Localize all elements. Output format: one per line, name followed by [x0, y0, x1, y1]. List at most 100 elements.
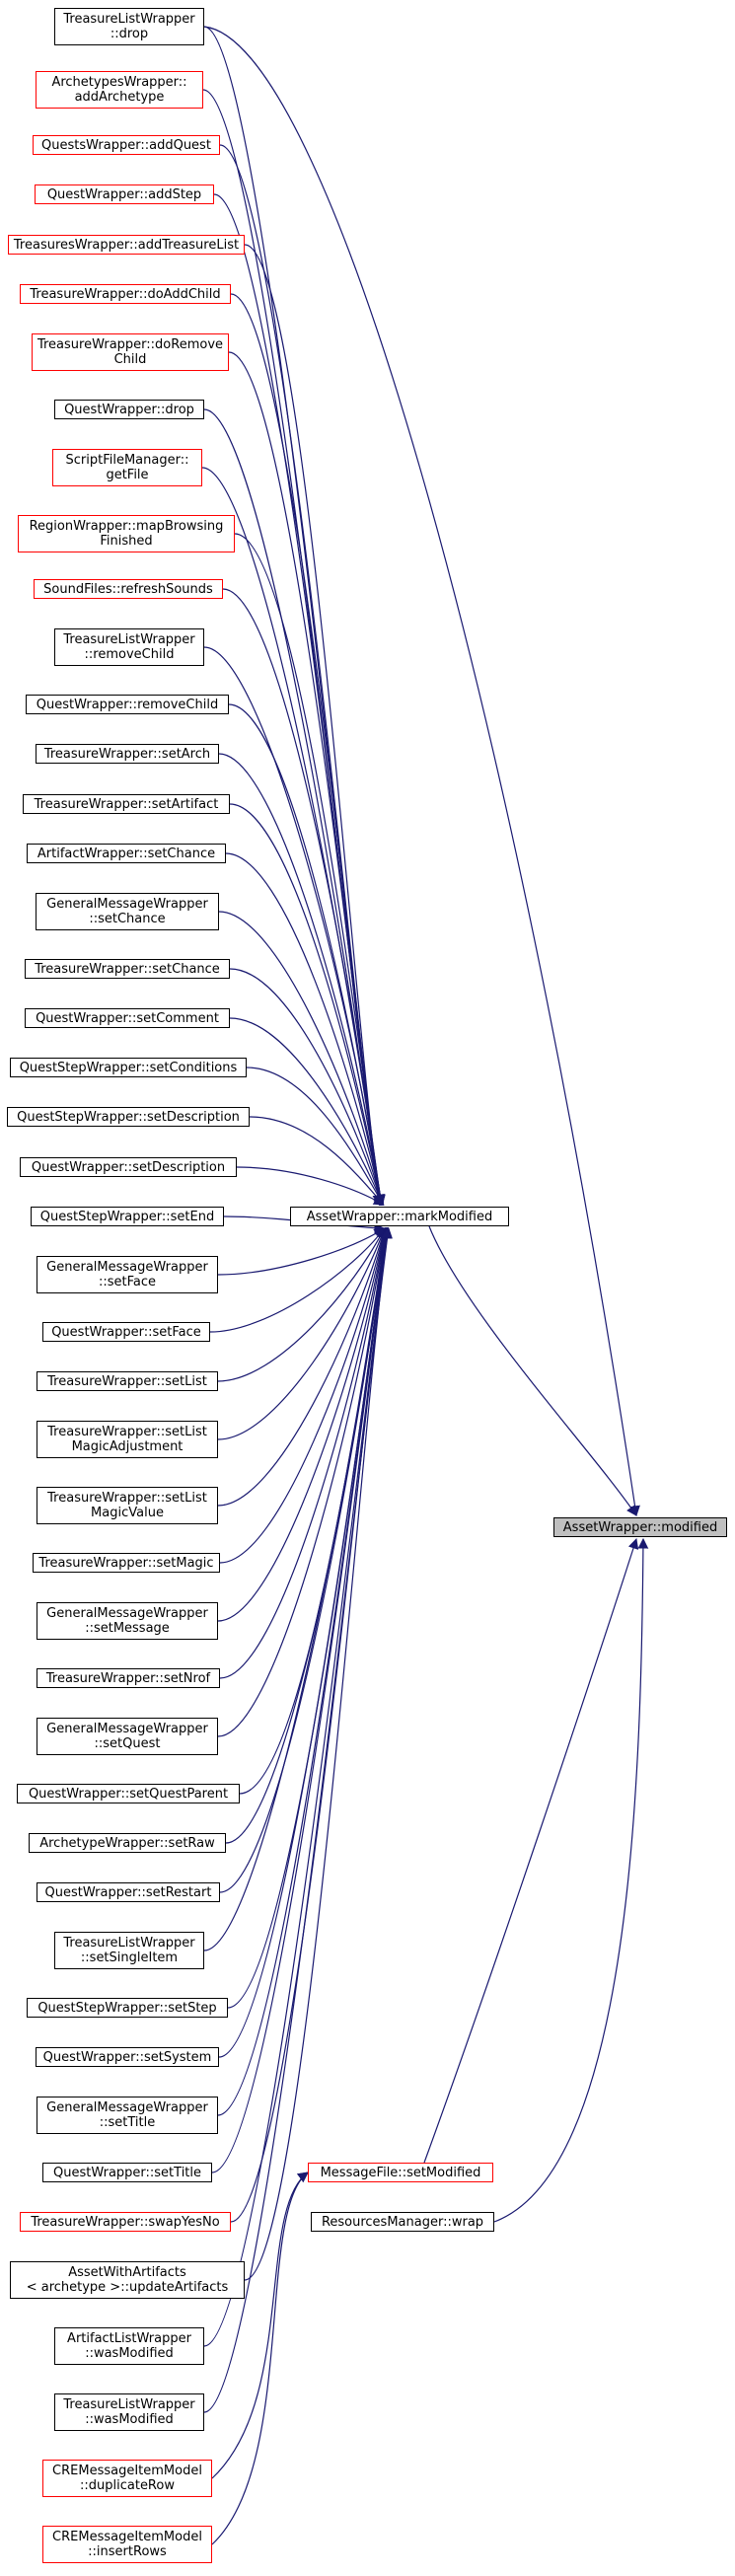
- caller-node[interactable]: QuestStepWrapper::setConditions: [10, 1058, 247, 1077]
- node-label: TreasureListWrapper ::drop: [63, 12, 195, 41]
- call-edge: [209, 1227, 386, 1333]
- call-edge: [219, 1226, 390, 1679]
- node-label: RegionWrapper::mapBrowsing Finished: [29, 519, 224, 549]
- node-label: ScriptFileManager:: getFile: [65, 453, 189, 482]
- call-edge: [249, 1116, 385, 1206]
- caller-node[interactable]: GeneralMessageWrapper ::setQuest: [37, 1718, 218, 1755]
- caller-node[interactable]: ScriptFileManager:: getFile: [52, 449, 202, 486]
- call-edge: [239, 1226, 391, 1795]
- node-label: QuestWrapper::setTitle: [52, 2165, 202, 2180]
- caller-node[interactable]: TreasureWrapper::setList MagicAdjustment: [37, 1421, 218, 1458]
- caller-node[interactable]: GeneralMessageWrapper ::setMessage: [37, 1602, 218, 1640]
- caller-node[interactable]: TreasureWrapper::setChance: [25, 959, 230, 979]
- node-label: MessageFile::setModified: [320, 2165, 481, 2180]
- caller-node[interactable]: GeneralMessageWrapper ::setTitle: [37, 2097, 218, 2134]
- node-label: ResourcesManager::wrap: [321, 2214, 484, 2230]
- caller-node[interactable]: TreasureWrapper::swapYesNo: [20, 2212, 231, 2232]
- node-label: TreasureWrapper::setMagic: [38, 1555, 214, 1571]
- caller-node[interactable]: QuestWrapper::setDescription: [20, 1157, 237, 1177]
- caller-node[interactable]: TreasureWrapper::doRemove Child: [32, 333, 229, 371]
- call-edge: [203, 1226, 393, 2413]
- node-label: TreasuresWrapper::addTreasureList: [13, 237, 240, 253]
- node-label: ArtifactWrapper::setChance: [37, 846, 216, 861]
- call-edge: [217, 1226, 388, 1507]
- node-label: QuestWrapper::addStep: [46, 186, 202, 202]
- call-edge: [423, 1537, 639, 2164]
- caller-node[interactable]: TreasureWrapper::setNrof: [37, 1668, 220, 1688]
- caller-node[interactable]: TreasureWrapper::setList MagicValue: [37, 1487, 218, 1524]
- caller-node[interactable]: QuestWrapper::setRestart: [37, 1882, 220, 1902]
- caller-node[interactable]: QuestStepWrapper::setDescription: [7, 1107, 250, 1127]
- caller-node[interactable]: ArtifactListWrapper ::wasModified: [54, 2327, 204, 2365]
- call-edge: [211, 1226, 392, 2173]
- caller-node[interactable]: ArtifactWrapper::setChance: [27, 844, 226, 863]
- caller-node[interactable]: ArchetypesWrapper:: addArchetype: [36, 71, 203, 109]
- node-label: TreasureListWrapper ::removeChild: [63, 632, 195, 662]
- caller-node[interactable]: QuestWrapper::setSystem: [36, 2047, 219, 2067]
- node-label: TreasureWrapper::setList MagicAdjustment: [47, 1425, 207, 1454]
- call-edge: [218, 911, 386, 1207]
- caller-node[interactable]: AssetWithArtifacts < archetype >::update…: [10, 2261, 245, 2299]
- node-label: QuestWrapper::setQuestParent: [28, 1786, 229, 1802]
- caller-node[interactable]: TreasureListWrapper ::setSingleItem: [54, 1932, 204, 1969]
- call-edge: [229, 968, 385, 1207]
- node-label: QuestStepWrapper::setConditions: [19, 1060, 238, 1075]
- node-label: CREMessageItemModel ::insertRows: [52, 2530, 202, 2559]
- node-label: AssetWithArtifacts < archetype >::update…: [26, 2265, 229, 2295]
- node-label: TreasureWrapper::setNrof: [45, 1670, 211, 1686]
- caller-node[interactable]: QuestWrapper::setQuestParent: [17, 1784, 240, 1803]
- caller-node[interactable]: QuestsWrapper::addQuest: [33, 135, 220, 155]
- call-edge: [211, 2171, 309, 2479]
- caller-node[interactable]: TreasureWrapper::setArch: [36, 744, 219, 764]
- node-label: QuestWrapper::setFace: [51, 1324, 201, 1340]
- caller-node[interactable]: TreasureWrapper::setArtifact: [23, 794, 230, 814]
- node-label: TreasureWrapper::doRemove Child: [37, 337, 224, 367]
- node-label: QuestWrapper::drop: [64, 402, 194, 417]
- node-label: TreasureWrapper::setChance: [35, 961, 220, 977]
- caller-node[interactable]: GeneralMessageWrapper ::setChance: [36, 893, 219, 930]
- caller-node[interactable]: QuestWrapper::removeChild: [26, 695, 229, 714]
- node-label: QuestWrapper::removeChild: [36, 697, 219, 712]
- node-label: TreasureListWrapper ::wasModified: [63, 2397, 195, 2427]
- node-label: QuestStepWrapper::setEnd: [39, 1209, 215, 1224]
- node-label: ArchetypesWrapper:: addArchetype: [51, 75, 187, 105]
- call-edge: [218, 1226, 392, 2058]
- node-label: CREMessageItemModel ::duplicateRow: [52, 2464, 202, 2493]
- caller-node[interactable]: QuestWrapper::setTitle: [42, 2163, 212, 2182]
- caller-node[interactable]: QuestWrapper::setFace: [42, 1322, 210, 1342]
- node-label: GeneralMessageWrapper ::setQuest: [46, 1722, 208, 1751]
- caller-node[interactable]: SoundFiles::refreshSounds: [34, 579, 223, 599]
- node-messagefile-setmodified[interactable]: MessageFile::setModified: [308, 2163, 493, 2182]
- caller-node[interactable]: TreasureListWrapper ::wasModified: [54, 2393, 204, 2431]
- caller-node[interactable]: TreasureWrapper::doAddChild: [20, 284, 231, 304]
- caller-node[interactable]: GeneralMessageWrapper ::setFace: [37, 1256, 218, 1293]
- call-edge: [234, 533, 386, 1207]
- hub-node-markmodified[interactable]: AssetWrapper::markModified: [290, 1207, 509, 1226]
- caller-node[interactable]: QuestWrapper::drop: [54, 400, 204, 419]
- node-label: AssetWrapper::markModified: [306, 1209, 493, 1224]
- caller-node[interactable]: TreasureWrapper::setList: [37, 1371, 218, 1391]
- call-edge: [244, 1226, 393, 2281]
- caller-node[interactable]: QuestStepWrapper::setEnd: [31, 1207, 224, 1226]
- node-label: TreasureListWrapper ::setSingleItem: [63, 1936, 195, 1965]
- call-edge: [219, 144, 384, 1207]
- caller-node[interactable]: TreasureListWrapper ::drop: [54, 8, 204, 45]
- caller-node[interactable]: TreasuresWrapper::addTreasureList: [8, 235, 245, 255]
- graph-edges: [201, 26, 649, 2545]
- call-edge: [229, 803, 386, 1207]
- call-edge: [228, 703, 386, 1207]
- caller-node[interactable]: CREMessageItemModel ::insertRows: [42, 2526, 212, 2563]
- caller-node[interactable]: QuestWrapper::addStep: [35, 184, 214, 204]
- caller-node[interactable]: TreasureListWrapper ::removeChild: [54, 628, 204, 666]
- caller-node[interactable]: TreasureWrapper::setMagic: [33, 1553, 220, 1573]
- caller-node[interactable]: RegionWrapper::mapBrowsing Finished: [18, 515, 235, 552]
- caller-node[interactable]: CREMessageItemModel ::duplicateRow: [42, 2460, 212, 2497]
- node-label: TreasureWrapper::setArtifact: [34, 796, 219, 812]
- node-label: QuestWrapper::setDescription: [31, 1159, 226, 1175]
- node-resourcesmanager-wrap[interactable]: ResourcesManager::wrap: [311, 2212, 494, 2232]
- call-edge: [218, 753, 386, 1207]
- caller-node[interactable]: ArchetypeWrapper::setRaw: [29, 1833, 226, 1853]
- caller-node[interactable]: QuestStepWrapper::setStep: [27, 1998, 228, 2018]
- node-label: TreasureWrapper::setList: [47, 1373, 207, 1389]
- caller-node[interactable]: QuestWrapper::setComment: [25, 1008, 230, 1028]
